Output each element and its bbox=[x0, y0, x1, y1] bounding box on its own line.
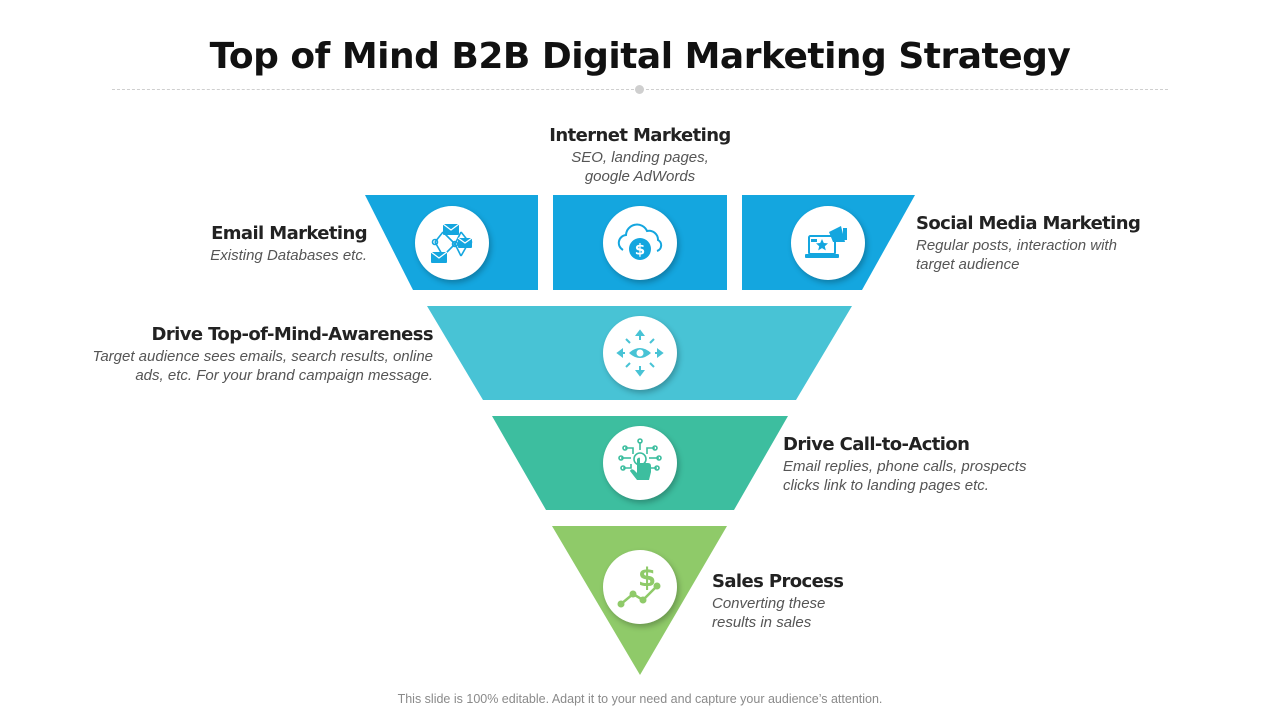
stage-heading: Drive Top-of-Mind-Awareness bbox=[151, 324, 434, 345]
cloud-dollar-icon: $ bbox=[603, 206, 677, 280]
stage-heading: Drive Call-to-Action bbox=[783, 434, 970, 455]
footer-note: This slide is 100% editable. Adapt it to… bbox=[397, 692, 883, 706]
stage-description: Target audience sees emails, search resu… bbox=[92, 348, 433, 384]
stage-description: Regular posts, interaction with target a… bbox=[916, 237, 1117, 273]
eye-awareness-icon bbox=[603, 316, 677, 390]
slide-title: Top of Mind B2B Digital Marketing Strate… bbox=[209, 36, 1071, 77]
stage-heading: Email Marketing bbox=[211, 223, 368, 244]
label-email-marketing: Email Marketing Existing Databases etc. bbox=[107, 223, 367, 265]
email-network-icon bbox=[415, 206, 489, 280]
svg-text:$: $ bbox=[638, 563, 656, 593]
stage-heading: Sales Process bbox=[712, 571, 844, 592]
tap-hand-icon bbox=[603, 426, 677, 500]
stage-description: SEO, landing pages, google AdWords bbox=[571, 149, 709, 185]
label-social-media-marketing: Social Media Marketing Regular posts, in… bbox=[916, 213, 1216, 274]
stage-description: Email replies, phone calls, prospects cl… bbox=[783, 458, 1027, 494]
dollar-growth-icon: $ bbox=[603, 550, 677, 624]
label-call-to-action: Drive Call-to-Action Email replies, phon… bbox=[783, 434, 1113, 495]
label-internet-marketing: Internet Marketing SEO, landing pages, g… bbox=[490, 125, 790, 186]
label-sales-process: Sales Process Converting these results i… bbox=[712, 571, 962, 632]
megaphone-laptop-icon bbox=[791, 206, 865, 280]
divider-dot bbox=[635, 85, 644, 94]
stage-heading: Internet Marketing bbox=[549, 125, 731, 146]
stage-heading: Social Media Marketing bbox=[916, 213, 1141, 234]
svg-text:$: $ bbox=[635, 241, 645, 259]
stage-description: Converting these results in sales bbox=[712, 595, 826, 631]
label-top-of-mind-awareness: Drive Top-of-Mind-Awareness Target audie… bbox=[33, 324, 434, 385]
stage-description: Existing Databases etc. bbox=[210, 247, 367, 264]
